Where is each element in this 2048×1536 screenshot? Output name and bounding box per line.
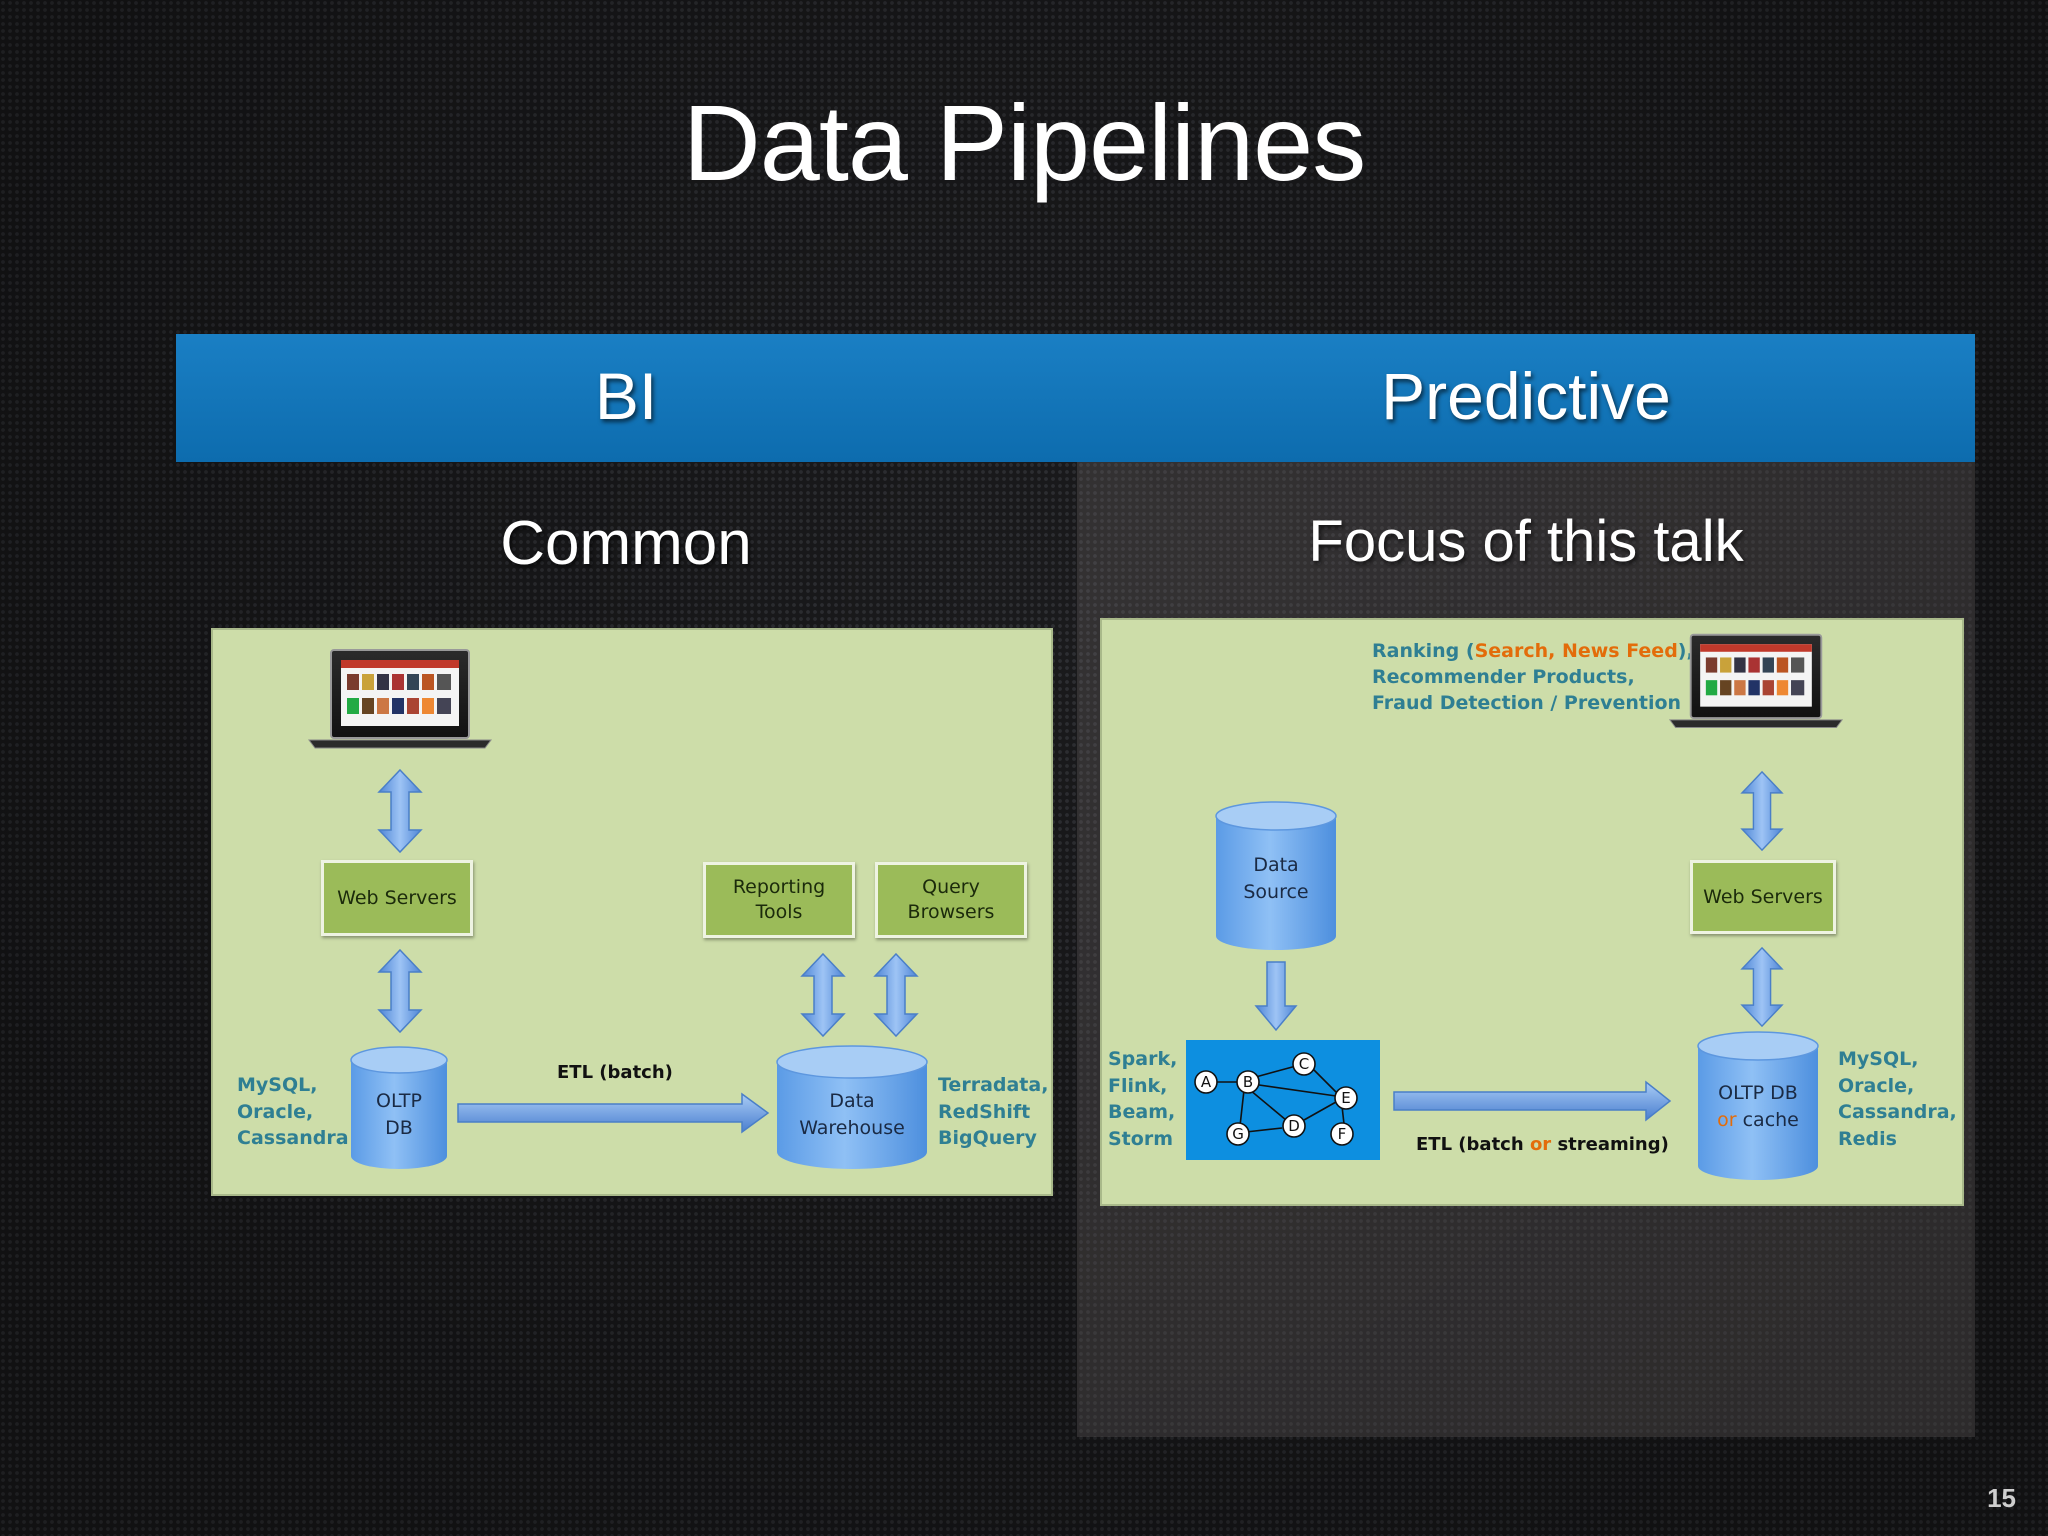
warehouse-tech-item: Terradata, [938,1074,1049,1096]
oltp-tech-item: Oracle, [237,1100,314,1123]
oltp-cache-label: OLTP DB or cache [1696,1080,1820,1133]
subtitle-common: Common [500,509,752,578]
store-tech-item: Cassandra, [1838,1101,1957,1124]
processing-tech-item: Beam, [1108,1101,1176,1124]
warehouse-tech-item: RedShift [938,1100,1031,1123]
etl-batch-label: ETL (batch) [557,1062,673,1083]
oltp-tech-item: MySQL, [237,1074,318,1096]
processing-tech-item: Storm [1108,1127,1173,1150]
oltp-db-label: OLTP DB [349,1088,449,1141]
laptop-icon [1668,633,1844,728]
page-number: 15 [1987,1483,2016,1513]
down-arrow-icon [1254,961,1298,1032]
oltp-cache-line1: OLTP DB [1718,1082,1798,1104]
dag-graph-icon: A B C D E F G [1186,1040,1380,1160]
database-cylinder-icon [776,1045,928,1169]
data-warehouse-label: Data Warehouse [775,1088,929,1141]
etl-prefix: ETL (batch [1416,1134,1530,1155]
warehouse-line1: Data [829,1090,875,1112]
dag-node-label: B [1243,1073,1253,1091]
data-source-line2: Source [1243,880,1309,903]
predictive-diagram: Ranking (Search, News Feed), Recommender… [1100,618,1964,1206]
slide-title: Data Pipelines [682,82,1366,203]
double-arrow-icon [1740,946,1784,1028]
bi-diagram: Web Servers Reporting Tools Query Browse… [211,628,1053,1196]
query-browsers-line2: Browsers [907,901,995,923]
reporting-tools-line1: Reporting [732,876,826,899]
database-cylinder-icon [1697,1031,1819,1180]
web-servers-box: Web Servers [321,860,473,936]
etl-or: or [1529,1134,1552,1155]
double-arrow-icon [377,948,423,1034]
double-arrow-icon [873,952,919,1038]
etl-arrow-icon [1393,1080,1672,1122]
database-cylinder-icon [350,1046,448,1169]
dag-node-label: A [1201,1073,1212,1091]
oltp-or: or [1717,1108,1737,1131]
web-servers-box: Web Servers [1690,860,1836,934]
double-arrow-icon [377,768,423,854]
dag-node-label: D [1288,1117,1300,1135]
etl-arrow-icon [457,1092,770,1134]
use-case-list: Ranking (Search, News Feed), Recommender… [1372,638,1694,717]
oltp-tech-item: Cassandra [237,1127,349,1150]
processing-tech-item: Spark, [1108,1048,1178,1070]
use-case-ranking: Ranking (Search, News Feed), [1372,638,1694,664]
ranking-highlight: Search, News Feed [1474,640,1678,662]
etl-streaming-label: ETL (batch or streaming) [1416,1134,1669,1155]
data-source-label: Data Source [1214,852,1338,905]
use-case-recommender: Recommender Products, [1372,666,1635,689]
oltp-line1: OLTP [376,1090,422,1112]
dag-node-label: G [1232,1125,1244,1143]
ranking-suffix: ), [1677,640,1694,662]
dag-node-label: F [1338,1125,1347,1143]
dag-node-label: E [1341,1089,1350,1107]
use-case-fraud: Fraud Detection / Prevention [1372,692,1682,715]
header-predictive: Predictive [1381,359,1671,433]
store-tech-list: MySQL, Oracle, Cassandra, Redis [1838,1046,1957,1152]
oltp-cache-line2: or cache [1696,1107,1820,1134]
double-arrow-icon [800,952,846,1038]
reporting-tools-box: Reporting Tools [703,862,855,938]
processing-tech-item: Flink, [1108,1074,1168,1097]
store-tech-item: Oracle, [1838,1074,1915,1097]
laptop-icon [308,649,492,749]
etl-suffix: streaming) [1551,1134,1669,1155]
header-bar [176,334,1975,462]
query-browsers-box: Query Browsers [875,862,1027,938]
web-servers-label: Web Servers [1703,885,1823,908]
reporting-tools-line2: Tools [755,901,803,923]
dag-node-label: C [1299,1055,1309,1073]
warehouse-line2: Warehouse [799,1116,905,1139]
oltp-line2: DB [385,1116,413,1139]
double-arrow-icon [1740,770,1784,852]
warehouse-tech-list: Terradata, RedShift BigQuery [938,1072,1048,1152]
processing-tech-list: Spark, Flink, Beam, Storm [1108,1046,1177,1152]
store-tech-item: Redis [1838,1127,1897,1150]
header-bi: BI [594,359,658,433]
web-servers-label: Web Servers [337,886,457,909]
oltp-tech-list: MySQL, Oracle, Cassandra [237,1072,349,1152]
ranking-prefix: Ranking ( [1372,640,1475,662]
oltp-cache: cache [1736,1108,1799,1131]
data-source-line1: Data [1253,854,1299,876]
query-browsers-line1: Query [922,876,980,899]
database-cylinder-icon [1215,801,1337,950]
warehouse-tech-item: BigQuery [938,1127,1037,1150]
store-tech-item: MySQL, [1838,1048,1919,1070]
subtitle-focus: Focus of this talk [1308,509,1744,574]
